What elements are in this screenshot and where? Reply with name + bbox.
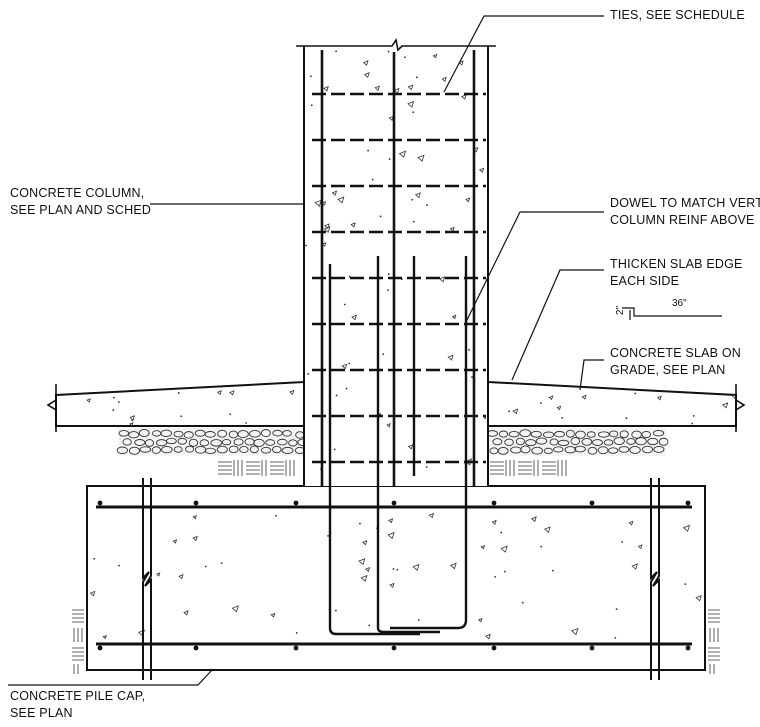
pilecap-label-line-2: SEE PLAN [10, 706, 73, 720]
pilecap-label-line-1: CONCRETE PILE CAP, [10, 689, 146, 703]
column-ties [312, 92, 486, 464]
thicken-slab-detail [622, 307, 722, 320]
pile-right [650, 478, 660, 680]
ties-callout: TIES, SEE SCHEDULE [610, 7, 745, 24]
thicken-callout: THICKEN SLAB EDGE EACH SIDE [610, 256, 743, 290]
ties-label: TIES, SEE SCHEDULE [610, 8, 745, 22]
pilecap-callout: CONCRETE PILE CAP, SEE PLAN [10, 688, 145, 722]
dowel-label-line-2: COLUMN REINF ABOVE [610, 213, 755, 227]
gravel-fill [116, 428, 669, 456]
dowel-label-line-1: DOWEL TO MATCH VERT [610, 196, 760, 210]
slab-callout: CONCRETE SLAB ON GRADE, SEE PLAN [610, 345, 741, 379]
slab-right [487, 380, 746, 432]
dowel-bars [328, 256, 468, 636]
pile-left [142, 478, 152, 680]
thicken-depth-dimension: 2" [615, 305, 627, 316]
slab-label-line-1: CONCRETE SLAB ON [610, 346, 742, 360]
slab-label-line-2: GRADE, SEE PLAN [610, 363, 726, 377]
column-label-line-2: SEE PLAN AND SCHED [10, 203, 152, 217]
thicken-label-line-2: EACH SIDE [610, 274, 680, 288]
column-label-line-1: CONCRETE COLUMN, [10, 186, 145, 200]
slab-left [46, 380, 305, 432]
leader-lines [8, 15, 604, 686]
column-callout: CONCRETE COLUMN, SEE PLAN AND SCHED [10, 185, 151, 219]
soil-hatch [72, 460, 720, 674]
pile-cap [86, 485, 706, 671]
dowel-callout: DOWEL TO MATCH VERT COLUMN REINF ABOVE [610, 195, 760, 229]
thicken-label-line-1: THICKEN SLAB EDGE [610, 257, 743, 271]
concrete-column [296, 37, 496, 486]
thicken-width-dimension: 36" [672, 298, 687, 309]
